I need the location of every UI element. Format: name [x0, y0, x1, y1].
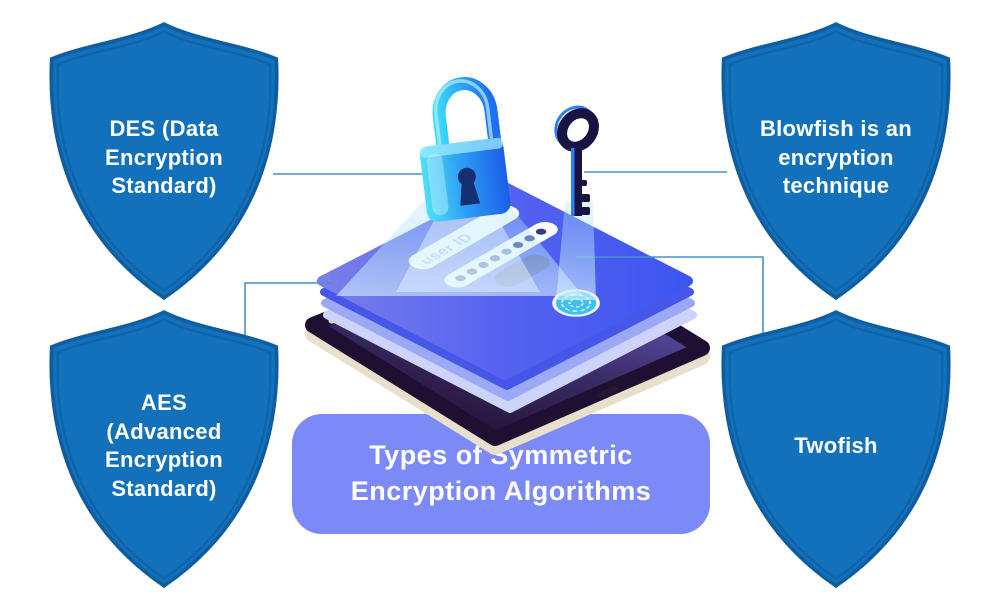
padlock-icon [419, 77, 511, 222]
key-bow-highlight [554, 105, 596, 149]
user-id-label: user ID [416, 231, 478, 267]
shield-twofish: Twofish [712, 306, 960, 592]
fingerprint-icon [552, 289, 600, 317]
key-tooth [581, 180, 587, 186]
user-id-field [408, 205, 520, 270]
shield-blowfish-label: Blowfish is an encryption technique [759, 116, 913, 199]
shield-shape [49, 310, 279, 589]
shield-shape [49, 22, 279, 301]
tablet-side-button [328, 312, 348, 324]
key-shaft-highlight [571, 148, 575, 216]
lock-beam-core [396, 198, 540, 292]
shield-shape [721, 22, 951, 301]
key-icon [554, 105, 599, 216]
tablet-side-button [356, 303, 368, 313]
shield-des-label: DES (Data Encryption Standard) [105, 116, 223, 199]
shield-twofish-label: Twofish [794, 432, 878, 458]
key-tooth [581, 207, 590, 215]
keyhole [457, 167, 481, 206]
password-field [444, 222, 558, 288]
padlock-top-face [419, 137, 504, 158]
login-form: user ID [408, 205, 600, 317]
screen-layer-3 [323, 217, 697, 413]
screen-layer-stack [317, 182, 697, 413]
tablet-screen-face [328, 247, 687, 431]
title-box: Types of Symmetric Encryption Algorithms [292, 414, 710, 534]
padlock-shackle [432, 77, 502, 156]
padlock-shackle-highlight [433, 79, 494, 152]
login-button [494, 254, 550, 287]
shield-aes-label: AES (Advanced Encryption Standard) [105, 389, 223, 501]
tablet-port [597, 385, 619, 399]
shield-shape [721, 310, 951, 589]
shield-aes: AES (Advanced Encryption Standard) [40, 306, 288, 592]
connector-lines [244, 171, 764, 341]
padlock-sheen [426, 153, 449, 216]
lock-beam [336, 196, 583, 296]
key-bow [557, 108, 599, 152]
screen-layer-2 [321, 205, 695, 401]
screen-layer-1 [320, 194, 694, 390]
key-tooth [581, 194, 590, 202]
login-screen [317, 182, 693, 380]
shield-blowfish: Blowfish is an encryption technique [712, 18, 960, 304]
fingerprint-beam [556, 202, 596, 300]
padlock-body [420, 138, 511, 222]
password-dots [455, 228, 547, 282]
tablet-body [305, 232, 710, 446]
title-text: Types of Symmetric Encryption Algorithms [350, 440, 652, 506]
shield-des: DES (Data Encryption Standard) [40, 18, 288, 304]
key-shaft [571, 148, 582, 216]
